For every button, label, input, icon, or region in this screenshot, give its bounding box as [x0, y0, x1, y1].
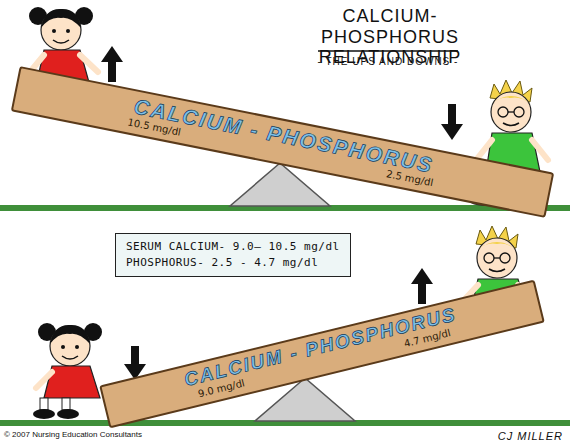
- subtitle: - THE UPS AND DOWNS -: [318, 56, 459, 67]
- range-box: SERUM CALCIUM- 9.0— 10.5 mg/dlPHOSPHORUS…: [115, 233, 351, 277]
- board-label: CALCIUM - PHOSPHORUS: [112, 287, 529, 408]
- range-text: PHOSPHORUS- 2.5 - 4.7 mg/dl: [126, 255, 340, 271]
- copyright-note: © 2007 Nursing Education Consultants: [4, 430, 142, 439]
- range-text: SERUM CALCIUM- 9.0— 10.5 mg/dl: [126, 239, 340, 255]
- artist-signature: CJ MILLER: [498, 430, 563, 442]
